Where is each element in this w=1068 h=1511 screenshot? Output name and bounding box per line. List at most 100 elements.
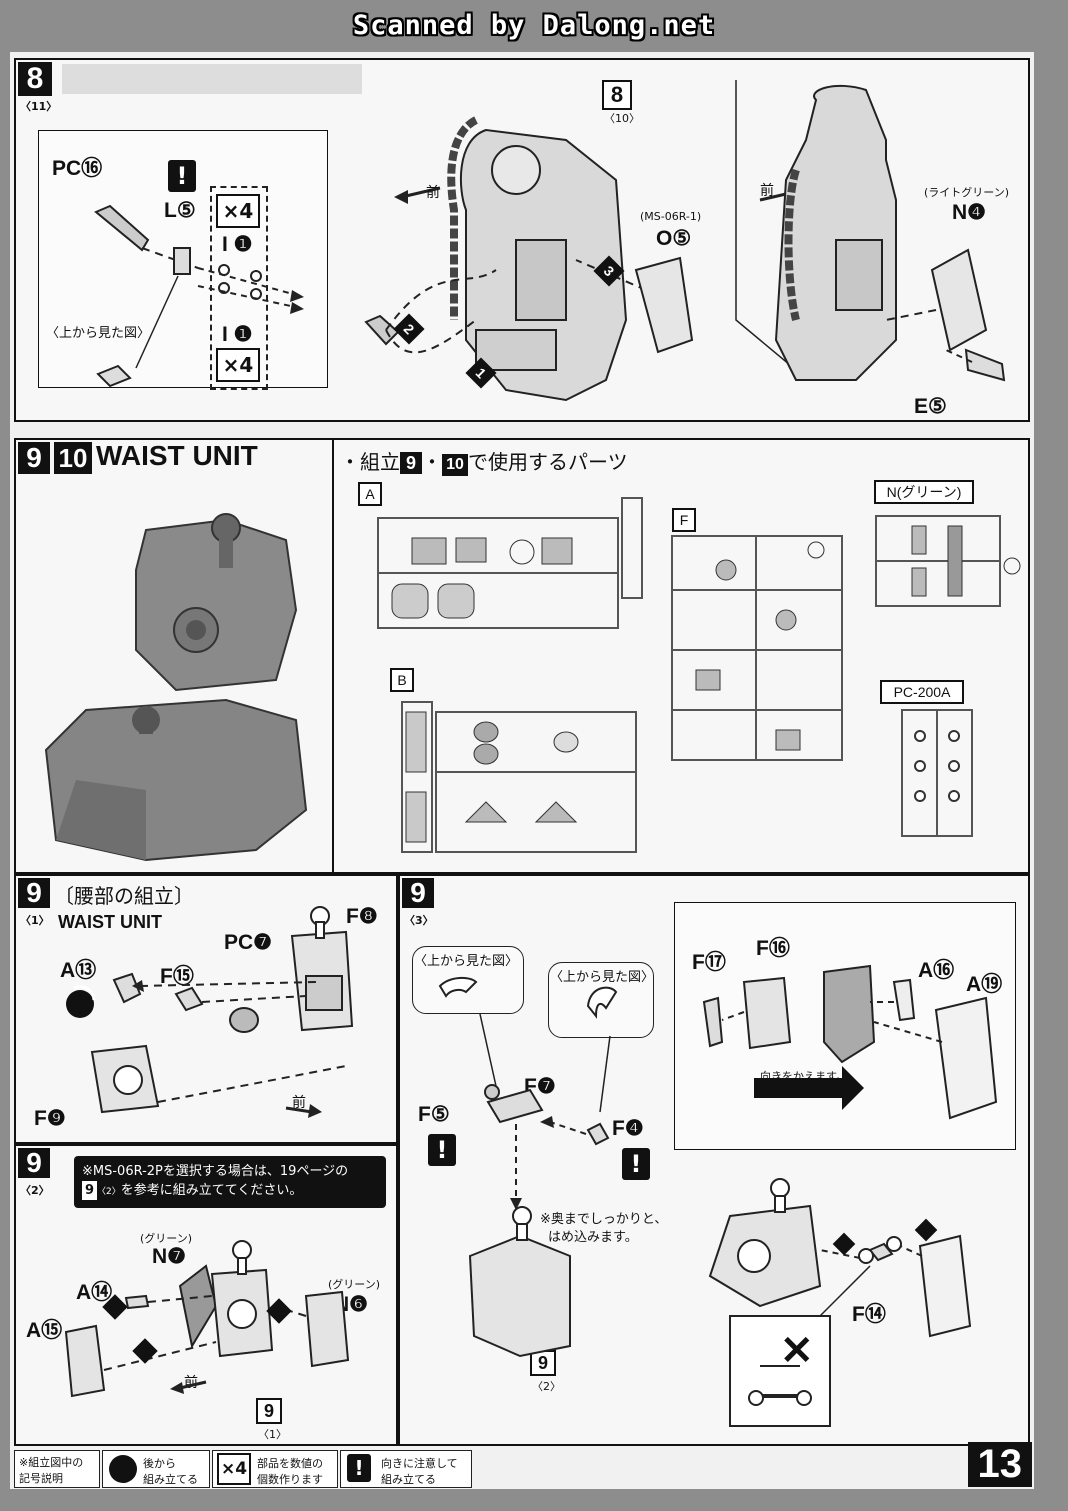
step9-3-detail-drawing xyxy=(702,964,998,1120)
step9-3-subnumber: 〈3〉 xyxy=(404,914,434,927)
note-line1: ※MS-06R-2Pを選択する場合は、19ページの xyxy=(82,1164,349,1179)
seat-note-line2: はめ込みます。 xyxy=(548,1230,638,1245)
runner-b xyxy=(401,701,637,853)
runner-a-label: A xyxy=(358,482,382,506)
legend-item1-line2: 組み立てる xyxy=(143,1473,198,1486)
parts-heading-sep: ・ xyxy=(422,452,442,474)
i1-label-top: I ❶ xyxy=(222,233,253,256)
step9-3-left-drawing xyxy=(438,976,618,1358)
top-view-caption-2: 〈上から見た図〉 xyxy=(550,970,655,985)
legend-item-build-later: 後から 組み立てる xyxy=(102,1450,210,1488)
step8-number: 8 xyxy=(18,62,52,96)
seat-note-line1: ※奥までしっかりと、 xyxy=(540,1212,668,1227)
parts-heading-prefix: ・組立 xyxy=(340,452,400,474)
ms06r1-label: (MS-06R-1) xyxy=(640,210,702,223)
step8-ref-number: 8 xyxy=(602,80,632,110)
top-view-caption: 〈上から見た図〉 xyxy=(46,326,151,341)
legend-item2-line1: 部品を数値の xyxy=(257,1457,323,1470)
cross-mark: ✕ xyxy=(780,1329,814,1373)
step9-2-ref-sub: 〈1〉 xyxy=(258,1428,287,1441)
runner-f xyxy=(671,535,843,761)
panel-divider xyxy=(332,440,334,872)
scan-credit: Scanned by Dalong.net xyxy=(352,10,716,41)
f4-label: F❹ xyxy=(612,1117,644,1140)
legend-heading-line2: 記号説明 xyxy=(19,1472,63,1485)
f17-label: F⑰ xyxy=(692,951,726,974)
runner-n xyxy=(875,515,1021,607)
legend-item3-line2: 組み立てる xyxy=(381,1473,436,1486)
f14-label: F⑭ xyxy=(852,1303,886,1326)
runner-pc200a-label: PC-200A xyxy=(880,680,964,704)
n7-label: N❼ xyxy=(152,1245,186,1268)
step9-1-drawing xyxy=(66,906,354,1118)
a14-label: A⑭ xyxy=(76,1281,113,1304)
note-ref: 9 xyxy=(82,1181,98,1200)
waist-unit-render xyxy=(44,513,308,862)
note-line2-text: を参考に組み立ててください。 xyxy=(120,1183,303,1198)
step8-faint-header-bar xyxy=(62,64,362,94)
legend-item-multiply: ×4 部品を数値の 個数作ります xyxy=(212,1450,338,1488)
pc16-label: PC⑯ xyxy=(52,157,103,180)
l5-label: L⑤ xyxy=(164,199,196,222)
legend-heading: ※組立図中の 記号説明 xyxy=(14,1450,100,1488)
legend-heading-line1: ※組立図中の xyxy=(19,1456,84,1469)
step9-1-title-jp: 〔腰部の組立〕 xyxy=(54,886,194,908)
legend-item3-line1: 向きに注意して xyxy=(381,1457,458,1470)
runner-a xyxy=(377,497,643,629)
step9-2-ref-number: 9 xyxy=(256,1398,282,1424)
step9-3-lower-drawing xyxy=(708,1178,972,1427)
step9-2-number: 9 xyxy=(18,1148,50,1178)
step9-1-panel: 9 〈1〉 〔腰部の組立〕 WAIST UNIT F❽ PC❼ A⑬ F⑮ F❾… xyxy=(14,874,398,1144)
multiply-4-badge: ×4 xyxy=(216,194,260,228)
i1-label-bottom: I ❶ xyxy=(222,323,253,346)
step9-2-note-box: ※MS-06R-2Pを選択する場合は、19ページの 9〈2〉を参考に組み立ててく… xyxy=(74,1156,386,1208)
step8-ref-sub: 〈10〉 xyxy=(604,112,640,125)
green-label-1: (グリーン) xyxy=(140,1232,193,1245)
step9-2-drawing xyxy=(64,1240,350,1398)
step8-subnumber: 〈11〉 xyxy=(20,100,58,113)
n4-label: N❹ xyxy=(952,201,986,224)
runner-pc200a xyxy=(901,709,973,837)
waist-unit-title: WAIST UNIT xyxy=(96,440,258,471)
f9-label: F❾ xyxy=(34,1107,66,1130)
right-assembly-drawing xyxy=(735,80,1006,382)
multiply-4-badge-bottom: ×4 xyxy=(216,348,260,382)
legend-item-orientation: ! 向きに注意して 組み立てる xyxy=(340,1450,472,1488)
step9-3-ref-sub: 〈2〉 xyxy=(532,1380,561,1393)
step9-number-header: 9 xyxy=(18,442,50,474)
front-label-9-1: 前 xyxy=(292,1095,306,1111)
instruction-page: 8 〈11〉 PC⑯ ! L⑤ ×4 I ❶ I ❶ ×4 〈上から見た図〉 xyxy=(10,52,1034,1489)
step8-panel: 8 〈11〉 PC⑯ ! L⑤ ×4 I ❶ I ❶ ×4 〈上から見た図〉 xyxy=(14,58,1030,422)
pc7-label: PC❼ xyxy=(224,931,272,954)
note-ref-sub: 〈2〉 xyxy=(97,1187,121,1197)
runner-b-label: B xyxy=(390,668,414,692)
e5-label: E⑤ xyxy=(914,395,947,418)
step10-number-header: 10 xyxy=(54,442,92,474)
front-label-right: 前 xyxy=(760,183,774,199)
light-green-label: (ライトグリーン) xyxy=(924,186,1010,199)
f15-label: F⑮ xyxy=(160,965,194,988)
runner-n-label: N(グリーン) xyxy=(874,480,974,504)
step9-2-subnumber: 〈2〉 xyxy=(20,1184,50,1197)
legend-bar: ※組立図中の 記号説明 後から 組み立てる ×4 部品を数値の 個数作ります !… xyxy=(14,1450,484,1488)
green-label-2: (グリーン) xyxy=(328,1278,381,1291)
f16-label: F⑯ xyxy=(756,937,790,960)
top-view-caption-1: 〈上から見た図〉 xyxy=(414,954,519,969)
step9-1-number: 9 xyxy=(18,878,50,908)
a19-label: A⑲ xyxy=(966,973,1003,996)
a16-label: A⑯ xyxy=(918,959,955,982)
body-assembly-drawing xyxy=(364,116,694,402)
parts-heading-suffix: で使用するパーツ xyxy=(468,452,628,474)
warning-icon: ! xyxy=(168,160,196,192)
warning-icon-f4: ! xyxy=(622,1148,650,1180)
step9-3-number: 9 xyxy=(402,878,434,908)
f8-label: F❽ xyxy=(346,905,378,928)
a13-label: A⑬ xyxy=(60,959,97,982)
legend-multiply-icon: ×4 xyxy=(217,1453,251,1485)
step8-detail-drawing xyxy=(94,204,304,388)
front-label: 前 xyxy=(426,185,440,201)
parts-heading-step9: 9 xyxy=(400,452,422,474)
legend-item1-line1: 後から xyxy=(143,1457,176,1470)
